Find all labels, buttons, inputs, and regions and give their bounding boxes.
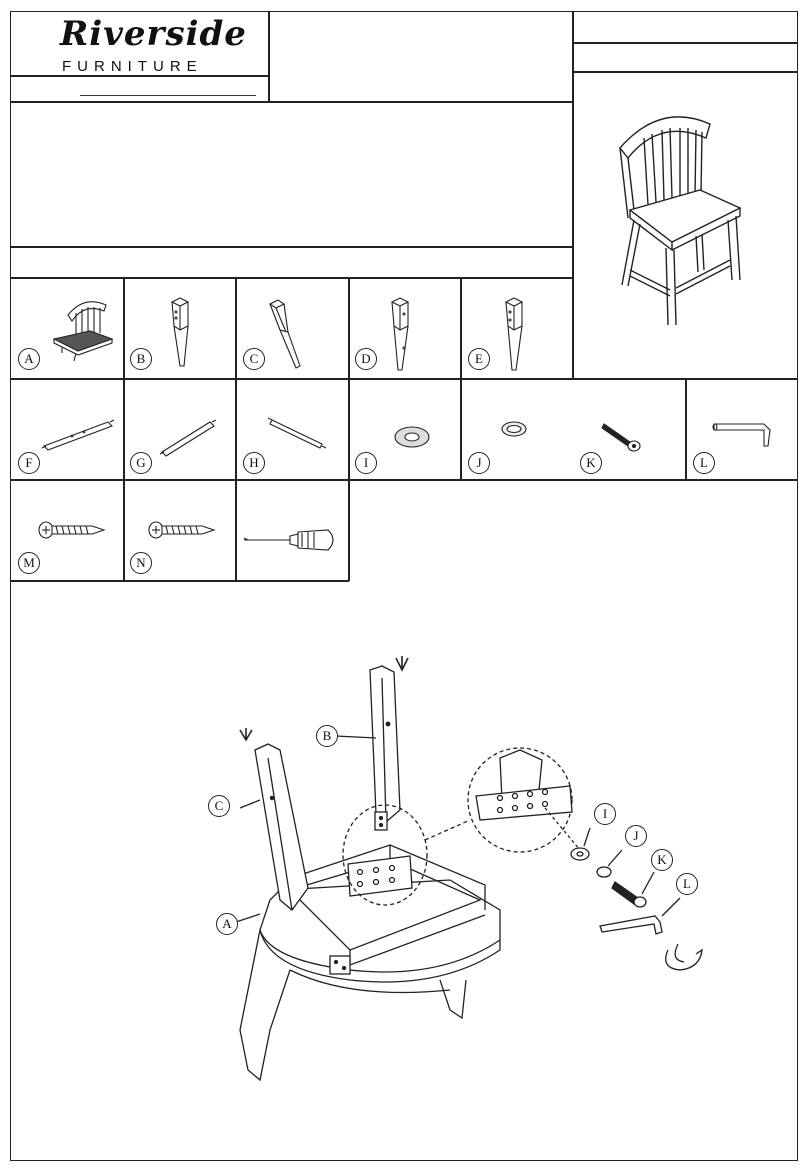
divider [460,277,462,480]
divider [572,71,798,73]
diagram-label-i: I [594,803,616,825]
divider [235,277,237,581]
leg-c [239,728,309,911]
leg-b [369,656,409,831]
screw-icon [148,521,216,539]
divider [572,42,798,44]
lock-washer-icon [501,421,527,437]
divider [348,277,350,581]
part-label-c: C [243,348,265,370]
divider [123,277,125,581]
hardware-stack [570,847,703,971]
screw-icon [38,521,106,539]
part-label-b: B [130,348,152,370]
divider [10,378,798,380]
divider [10,101,573,103]
leg-icon [268,299,301,369]
divider [10,277,573,279]
divider [10,75,269,77]
diagram-label-c: C [208,795,230,817]
diagram-label-k: K [651,849,673,871]
leg-icon [504,297,524,371]
leg-icon [390,297,410,371]
chair-preview-icon [619,116,742,326]
flat-washer-icon [394,426,430,448]
part-label-n: N [130,552,152,574]
apron-frame [288,844,486,975]
seat-base [239,879,501,1082]
allen-key-icon [712,423,771,447]
logo-rule [80,95,256,96]
part-label-l: L [693,452,715,474]
part-label-j: J [468,452,490,474]
stretcher-icon [267,417,327,449]
instruction-sheet [10,11,798,1161]
divider [10,479,798,481]
diagram-label-l: L [676,873,698,895]
bolt-icon [601,423,641,452]
part-label-f: F [18,452,40,474]
stretcher-icon [41,419,115,451]
brand-subtitle: FURNITURE [62,58,203,75]
screwdriver-icon [243,529,334,551]
assembly-diagram [235,656,703,1082]
part-label-i: I [355,452,377,474]
divider [685,378,687,480]
divider [572,11,574,379]
diagram-label-b: B [316,725,338,747]
leg-icon [170,297,190,367]
divider [10,580,349,582]
diagram-label-j: J [625,825,647,847]
divider [10,246,573,248]
part-label-m: M [18,552,40,574]
part-label-a: A [18,348,40,370]
part-label-e: E [468,348,490,370]
diagram-label-a: A [216,913,238,935]
seat-assembly-icon [52,301,114,362]
stretcher-icon [159,419,217,457]
part-label-h: H [243,452,265,474]
divider [268,11,270,102]
part-label-k: K [580,452,602,474]
part-label-d: D [355,348,377,370]
brand-logo: Riverside [60,14,247,54]
part-label-g: G [130,452,152,474]
